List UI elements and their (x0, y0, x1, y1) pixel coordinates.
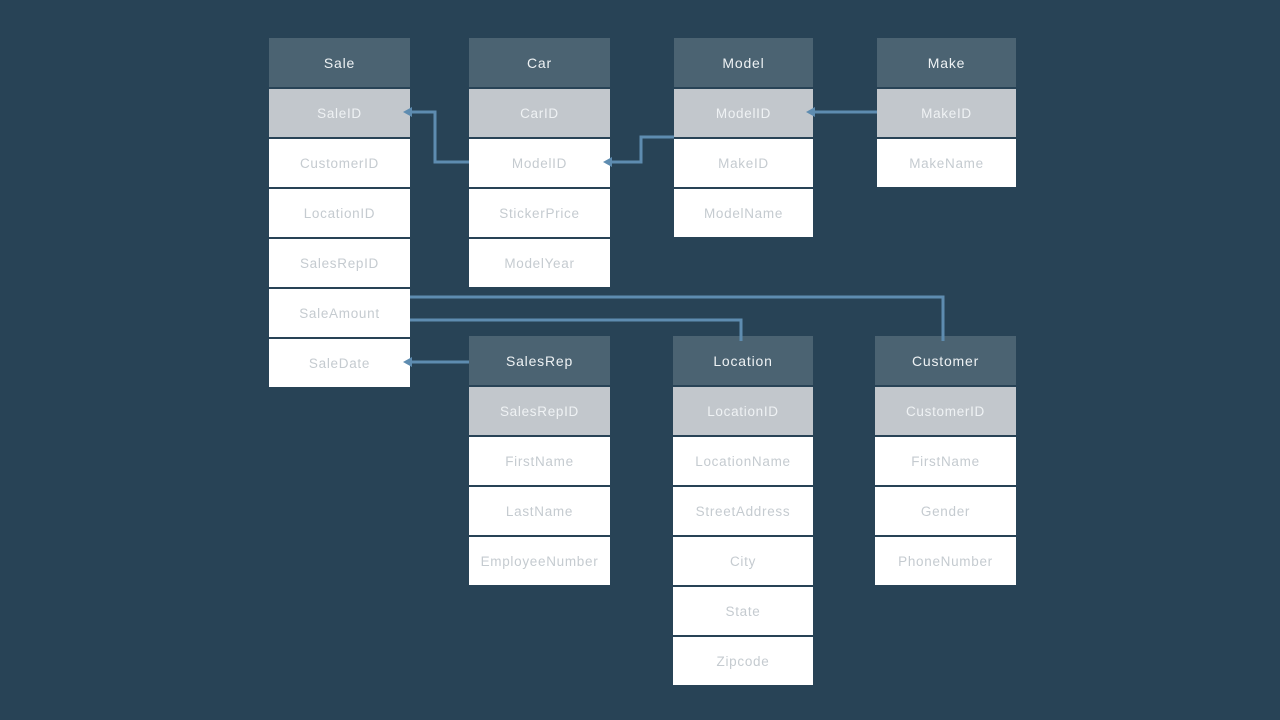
primary-key-row: LocationID (673, 387, 813, 435)
table-row: LocationName (673, 437, 813, 485)
table-row: MakeID (674, 139, 813, 187)
table-row: ModelName (674, 189, 813, 237)
connector-sale-saleamount-to-customer (410, 295, 945, 341)
connector-sale-saleid-to-car-modelid (410, 110, 469, 164)
table-row: Zipcode (673, 637, 813, 685)
table-row: SaleAmount (269, 289, 410, 337)
table-title-car: Car (469, 38, 610, 87)
table-row: FirstName (875, 437, 1016, 485)
table-title-salesrep: SalesRep (469, 336, 610, 385)
table-title-customer: Customer (875, 336, 1016, 385)
table-row: MakeName (877, 139, 1016, 187)
table-row: ModelYear (469, 239, 610, 287)
table-row: ModelID (469, 139, 610, 187)
table-title-model: Model (674, 38, 813, 87)
table-title-location: Location (673, 336, 813, 385)
table-title-make: Make (877, 38, 1016, 87)
primary-key-row: SaleID (269, 89, 410, 137)
table-row: StickerPrice (469, 189, 610, 237)
connector-car-modelid-to-model-modelid (610, 135, 674, 164)
table-title-sale: Sale (269, 38, 410, 87)
table-row: City (673, 537, 813, 585)
table-row: PhoneNumber (875, 537, 1016, 585)
primary-key-row: SalesRepID (469, 387, 610, 435)
table-row: StreetAddress (673, 487, 813, 535)
table-row: FirstName (469, 437, 610, 485)
primary-key-row: MakeID (877, 89, 1016, 137)
table-row: Gender (875, 487, 1016, 535)
table-row: EmployeeNumber (469, 537, 610, 585)
primary-key-row: CarID (469, 89, 610, 137)
primary-key-row: CustomerID (875, 387, 1016, 435)
primary-key-row: ModelID (674, 89, 813, 137)
table-row: LocationID (269, 189, 410, 237)
table-row: SalesRepID (269, 239, 410, 287)
table-row: SaleDate (269, 339, 410, 387)
table-row: LastName (469, 487, 610, 535)
table-row: State (673, 587, 813, 635)
table-row: CustomerID (269, 139, 410, 187)
